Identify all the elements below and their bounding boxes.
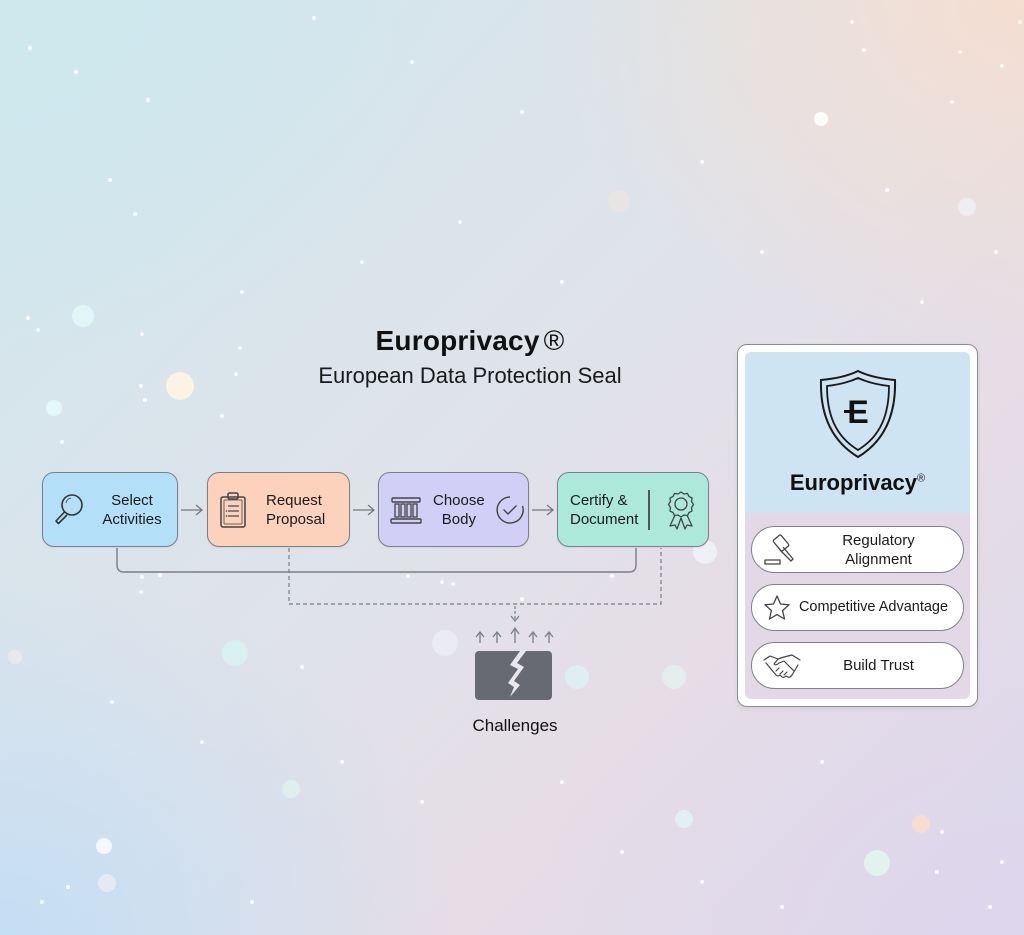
- seal-card-benefits: Regulatory Alignment Competitive Advanta…: [745, 513, 970, 699]
- svg-text:E: E: [847, 394, 868, 430]
- benefit-build-trust[interactable]: Build Trust: [751, 642, 964, 689]
- benefit-competitive-advantage[interactable]: Competitive Advantage: [751, 584, 964, 631]
- step-label: Choose Body: [433, 491, 485, 528]
- check-circle-icon: [496, 495, 524, 524]
- arrow-right-icon: [532, 504, 555, 516]
- seal-card-header: E Europrivacy®: [745, 352, 970, 513]
- shield-e-icon: E: [819, 369, 896, 459]
- step-label: Request Proposal: [266, 491, 326, 528]
- bokeh-circle: [8, 650, 22, 664]
- bokeh-circle: [282, 780, 300, 798]
- challenges-block: Challenges: [460, 625, 570, 736]
- gavel-icon: [764, 533, 794, 565]
- bokeh-circle: [912, 815, 930, 833]
- benefit-label: Competitive Advantage: [798, 599, 949, 615]
- seal-card-brand: Europrivacy®: [789, 470, 926, 495]
- cracked-block-icon: [475, 626, 554, 700]
- bokeh-circle: [96, 838, 112, 854]
- award-ribbon-icon: [667, 490, 695, 530]
- page-subtitle: European Data Protection Seal: [318, 363, 622, 388]
- bokeh-circle: [46, 400, 62, 416]
- bokeh-circle: [222, 640, 248, 666]
- step-request-proposal[interactable]: Request Proposal: [207, 472, 350, 547]
- title-text: Europrivacy: [375, 325, 540, 356]
- step-label: Certify & Document: [570, 491, 639, 528]
- bokeh-circle: [608, 190, 630, 212]
- step-label: Select Activities: [102, 491, 162, 528]
- benefit-label: Build Trust: [843, 657, 914, 674]
- bokeh-circle: [166, 372, 194, 400]
- header: Europrivacy® European Data Protection Se…: [290, 325, 650, 389]
- bokeh-circle: [814, 112, 828, 126]
- bokeh-circle: [958, 198, 976, 216]
- benefit-label: Regulatory Alignment: [842, 531, 915, 568]
- challenges-label: Challenges: [472, 716, 558, 735]
- registered-mark: ®: [543, 325, 565, 356]
- bokeh-circle: [432, 630, 458, 656]
- bokeh-circle: [864, 850, 890, 876]
- bokeh-circle: [98, 874, 116, 892]
- arrow-right-icon: [353, 504, 376, 516]
- arrow-right-icon: [181, 504, 204, 516]
- seal-card: E Europrivacy® Regulatory Alignment: [737, 344, 978, 707]
- step-select-activities[interactable]: Select Activities: [42, 472, 178, 547]
- step-choose-body[interactable]: Choose Body: [378, 472, 529, 547]
- bokeh-circle: [662, 665, 686, 689]
- handshake-icon: [763, 653, 801, 678]
- bokeh-circle: [675, 810, 693, 828]
- magnifier-icon: [55, 493, 83, 524]
- step-divider: [648, 489, 650, 530]
- star-icon: [764, 594, 790, 620]
- benefit-regulatory-alignment[interactable]: Regulatory Alignment: [751, 526, 964, 573]
- bokeh-circle: [72, 305, 94, 327]
- institution-building-icon: [390, 496, 422, 524]
- page-title: Europrivacy®: [290, 325, 650, 357]
- step-certify-document[interactable]: Certify & Document: [557, 472, 709, 547]
- clipboard-icon: [220, 491, 246, 528]
